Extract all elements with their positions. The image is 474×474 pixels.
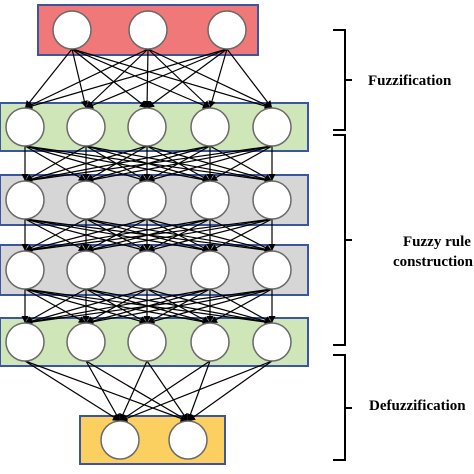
edge-rule-2-4-to-defuzzification-1	[85, 288, 273, 326]
neuron-fuzzification-1	[66, 107, 106, 147]
edge-defuzzification-4-to-output-1	[187, 360, 273, 422]
neuron-rule-2-0	[5, 250, 45, 290]
edge-input-1-to-fuzzification-2	[143, 48, 151, 109]
edge-defuzzification-3-to-output-1	[187, 360, 211, 422]
edge-rule-1-4-to-rule-2-3	[209, 218, 273, 252]
edge-input-2-to-fuzzification-1	[85, 48, 228, 109]
label-fuzzification: Fuzzification	[368, 73, 452, 89]
edge-rule-1-4-to-rule-2-1	[85, 218, 273, 254]
neuron-rule-2-2	[127, 250, 167, 290]
edge-input-2-to-fuzzification-2	[146, 48, 228, 109]
edge-input-0-to-fuzzification-2	[71, 48, 148, 109]
edge-rule-2-4-to-defuzzification-0	[24, 288, 273, 326]
label-construction: construction	[393, 254, 474, 270]
edge-input-0-to-fuzzification-3	[71, 48, 211, 109]
neuron-defuzzification-2	[127, 322, 167, 362]
edge-defuzzification-3-to-output-0	[119, 360, 211, 422]
edge-input-1-to-fuzzification-1	[85, 48, 149, 109]
edge-input-0-to-fuzzification-1	[71, 48, 88, 109]
neuron-fuzzification-2	[127, 107, 167, 147]
edge-input-1-to-fuzzification-3	[147, 48, 211, 109]
edge-defuzzification-2-to-output-1	[146, 360, 189, 422]
edge-rule-2-3-to-defuzzification-0	[24, 288, 211, 326]
edge-defuzzification-4-to-output-0	[119, 360, 273, 422]
neuron-rule-2-4	[252, 250, 292, 290]
bracket-fuzzification	[333, 29, 352, 131]
neuron-rule-1-4	[252, 180, 292, 220]
neuron-rule-2-1	[66, 250, 106, 290]
edge-rule-1-4-to-rule-2-2	[146, 218, 273, 253]
edge-fuzzification-4-to-rule-1-1	[85, 145, 273, 184]
label-fuzzy-rule: Fuzzy rule	[403, 234, 471, 250]
edge-defuzzification-0-to-output-1	[24, 360, 189, 422]
label-defuzzification: Defuzzification	[369, 398, 466, 414]
edge-input-0-to-fuzzification-4	[71, 48, 273, 110]
neuron-input-2	[207, 10, 247, 50]
neuron-defuzzification-3	[190, 322, 230, 362]
edge-rule-2-4-to-defuzzification-2	[146, 288, 273, 325]
neuron-rule-1-2	[127, 180, 167, 220]
neuron-defuzzification-1	[66, 322, 106, 362]
edge-rule-1-4-to-rule-2-0	[24, 218, 273, 254]
edge-fuzzification-3-to-rule-1-0	[24, 145, 211, 184]
bracket-defuzzification	[333, 354, 352, 461]
edge-defuzzification-0-to-output-0	[24, 360, 121, 422]
edge-fuzzification-4-to-rule-1-2	[146, 145, 273, 183]
edge-rule-2-1-to-defuzzification-0	[24, 288, 87, 324]
neuron-fuzzification-3	[190, 107, 230, 147]
edge-input-1-to-fuzzification-4	[147, 48, 273, 109]
neuron-output-1	[168, 420, 208, 460]
neuron-fuzzification-4	[252, 107, 292, 147]
edge-input-0-to-fuzzification-0	[24, 48, 73, 109]
neuron-input-0	[52, 10, 92, 50]
edge-fuzzification-1-to-rule-1-0	[24, 145, 87, 182]
edge-rule-1-3-to-rule-2-0	[24, 218, 211, 254]
neuron-fuzzification-0	[5, 107, 45, 147]
edge-defuzzification-1-to-output-0	[85, 360, 121, 422]
neuron-input-1	[128, 10, 168, 50]
edge-rule-2-4-to-defuzzification-3	[209, 288, 273, 324]
edge-defuzzification-1-to-output-1	[85, 360, 189, 422]
edge-rule-2-2-to-defuzzification-0	[24, 288, 148, 325]
neuron-defuzzification-4	[252, 322, 292, 362]
edge-input-2-to-fuzzification-0	[24, 48, 228, 110]
edge-input-1-to-fuzzification-0	[24, 48, 149, 109]
edge-fuzzification-2-to-rule-1-0	[24, 145, 148, 183]
neuron-rule-1-1	[66, 180, 106, 220]
neuron-rule-1-0	[5, 180, 45, 220]
edge-fuzzification-4-to-rule-1-0	[24, 145, 273, 184]
edge-fuzzification-4-to-rule-1-3	[209, 145, 273, 182]
neuron-rule-1-3	[190, 180, 230, 220]
edge-rule-1-2-to-rule-2-0	[24, 218, 148, 253]
edge-input-2-to-fuzzification-3	[208, 48, 228, 109]
edge-rule-1-1-to-rule-2-0	[24, 218, 87, 252]
edge-input-2-to-fuzzification-4	[226, 48, 273, 109]
bracket-rule-construction	[333, 134, 352, 346]
neuron-output-0	[100, 420, 140, 460]
neuron-rule-2-3	[190, 250, 230, 290]
edge-defuzzification-2-to-output-0	[119, 360, 148, 422]
neuron-defuzzification-0	[5, 322, 45, 362]
